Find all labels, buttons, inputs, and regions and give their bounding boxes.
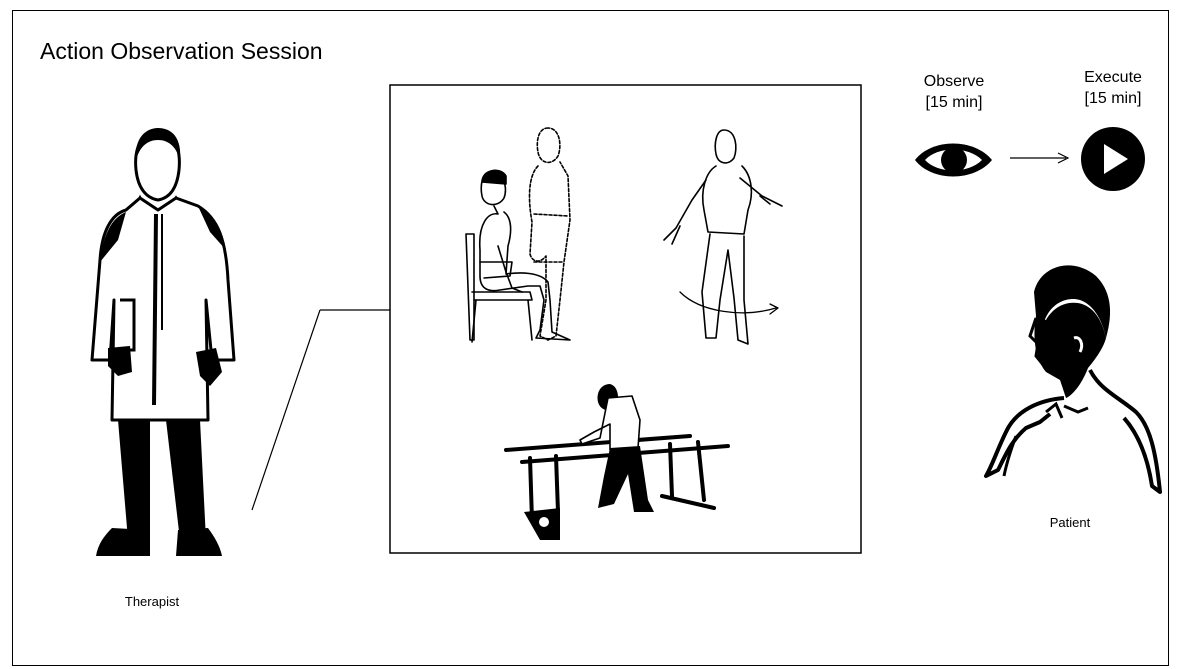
arrow-right-icon: [1010, 153, 1068, 163]
therapist-figure: [92, 128, 234, 556]
execute-label: Execute: [1063, 67, 1163, 88]
execute-duration: [15 min]: [1063, 88, 1163, 109]
observe-label: Observe: [904, 71, 1004, 92]
connector-lines: [252, 310, 390, 510]
therapist-label: Therapist: [112, 594, 192, 609]
observe-step: Observe [15 min]: [904, 71, 1004, 113]
execute-step: Execute [15 min]: [1063, 67, 1163, 109]
play-icon: [1081, 127, 1145, 191]
observation-panel: [390, 85, 861, 553]
eye-icon: [915, 144, 992, 177]
patient-figure: [986, 265, 1160, 492]
observe-duration: [15 min]: [904, 92, 1004, 113]
patient-label: Patient: [1030, 515, 1110, 530]
